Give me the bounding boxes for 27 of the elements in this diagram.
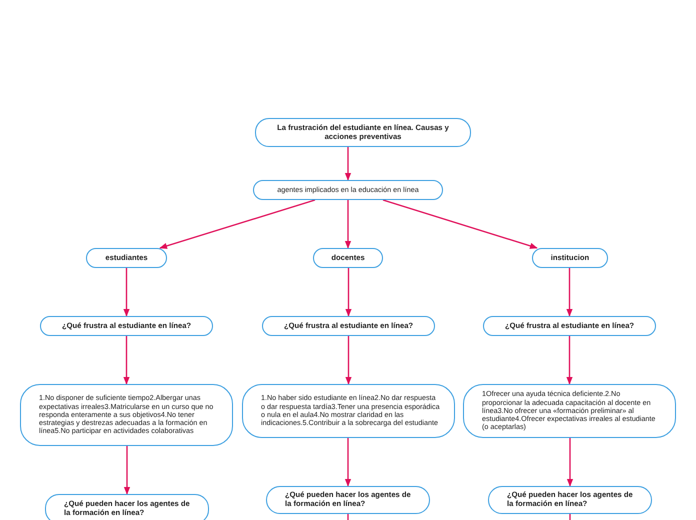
arrow bbox=[566, 336, 573, 385]
topic-box bbox=[262, 316, 435, 336]
topic-box bbox=[40, 316, 213, 336]
arrow bbox=[345, 268, 352, 317]
topic-box bbox=[242, 384, 455, 438]
topic-box bbox=[255, 118, 471, 147]
topic-box bbox=[86, 248, 167, 268]
topic-box bbox=[463, 384, 676, 438]
arrow bbox=[344, 200, 352, 249]
arrow bbox=[123, 336, 130, 385]
arrow bbox=[566, 268, 573, 317]
topic-box bbox=[488, 486, 652, 514]
arrow bbox=[566, 438, 574, 487]
arrow bbox=[344, 147, 352, 181]
arrow bbox=[345, 336, 352, 385]
arrow bbox=[123, 268, 130, 317]
arrow bbox=[382, 199, 538, 249]
topic-box bbox=[45, 494, 209, 520]
topic-box bbox=[20, 384, 233, 446]
topic-box bbox=[253, 180, 443, 200]
topic-box bbox=[532, 248, 608, 268]
arrow bbox=[159, 199, 316, 249]
arrow bbox=[344, 438, 352, 487]
topic-box bbox=[313, 248, 383, 268]
topic-box bbox=[483, 316, 656, 336]
topic-box bbox=[266, 486, 430, 514]
arrow bbox=[124, 446, 130, 495]
